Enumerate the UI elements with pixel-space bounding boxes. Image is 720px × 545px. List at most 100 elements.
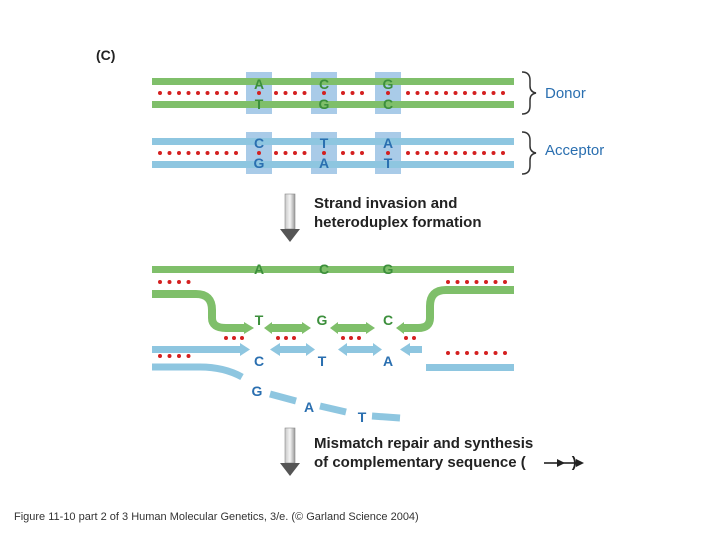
bond-dot <box>232 336 236 340</box>
step2-line1: Mismatch repair and synthesis <box>314 435 534 452</box>
bond-dot <box>205 91 210 95</box>
bond-dot <box>472 151 477 155</box>
bond-dot <box>465 351 469 355</box>
step1-line1: Strand invasion and <box>314 195 458 212</box>
bond-dot <box>224 336 228 340</box>
bond-dot <box>415 151 420 155</box>
bond-dot <box>234 91 238 95</box>
hetero-invading-3: C <box>383 312 393 328</box>
bond-dot <box>341 91 345 95</box>
bond-dot <box>196 151 200 155</box>
bond-dot <box>302 91 307 95</box>
step2-text: Mismatch repair and synthesis of complem… <box>314 434 577 472</box>
bond-dot <box>293 151 297 155</box>
bond-dot <box>463 151 467 155</box>
hetero-donor-top-3: G <box>383 261 394 277</box>
bond-dot <box>503 280 507 284</box>
bond-dot <box>349 336 353 340</box>
bond-dot <box>386 151 390 155</box>
bond-dot <box>167 151 172 155</box>
bond-dot <box>484 351 488 355</box>
acceptor-base-bottom-3: T <box>384 155 393 171</box>
bond-dot <box>501 91 505 95</box>
step2-line2: of complementary sequence () <box>314 453 577 472</box>
acceptor-bond-dots <box>158 151 505 155</box>
bond-dot <box>167 91 172 95</box>
hetero-acceptor-3: A <box>383 353 393 369</box>
hetero-donor-invading-left <box>152 290 246 332</box>
donor-base-top-1: A <box>254 76 264 92</box>
bond-dot <box>186 151 191 155</box>
displaced-base-3: T <box>358 409 367 425</box>
bond-dot <box>205 151 210 155</box>
bond-dot <box>177 280 181 284</box>
donor-bond-dots <box>158 91 505 95</box>
bond-dot <box>257 151 261 155</box>
heteroduplex <box>152 266 514 422</box>
bond-dot <box>234 151 238 155</box>
bond-dot <box>503 351 507 355</box>
bond-dot <box>240 336 244 340</box>
bond-dot <box>493 280 498 284</box>
displaced-base-2: A <box>304 399 314 415</box>
bond-dot <box>360 91 364 95</box>
bond-dot <box>357 336 361 340</box>
bond-dot <box>463 91 467 95</box>
acceptor-bottom-strand <box>152 161 514 168</box>
hetero-donor-top-1: A <box>254 261 264 277</box>
hetero-donor-invading-right <box>402 286 514 332</box>
bond-dot <box>425 91 429 95</box>
bond-dot <box>186 354 191 358</box>
donor-bottom-strand <box>152 101 514 108</box>
bond-dot <box>177 151 181 155</box>
bond-dot <box>302 151 307 155</box>
hetero-acceptor-2: T <box>318 353 327 369</box>
base-letters: A T C G G C C G T A A T A C G T G C C T … <box>252 76 394 425</box>
donor-top-strand <box>152 78 514 85</box>
bond-dot <box>404 336 408 340</box>
bond-dot <box>472 91 477 95</box>
donor-duplex <box>152 72 514 114</box>
step2-line2-suffix: ) <box>571 454 577 471</box>
panel-label: (C) <box>96 47 116 63</box>
bond-dot <box>292 336 296 340</box>
bond-dot <box>434 91 439 95</box>
hetero-invading-2: G <box>317 312 328 328</box>
bond-dot <box>276 336 280 340</box>
bond-dot <box>196 91 200 95</box>
bond-dot <box>350 91 355 95</box>
bond-dot <box>386 91 390 95</box>
bond-dot <box>455 280 460 284</box>
synthesis-arrow-icon <box>544 459 584 467</box>
bond-dot <box>158 91 162 95</box>
bond-dot <box>274 151 278 155</box>
down-arrow-icon <box>280 193 300 242</box>
acceptor-top-strand <box>152 138 514 145</box>
bond-dot <box>283 151 288 155</box>
donor-base-bottom-2: G <box>319 96 330 112</box>
bond-dot <box>257 91 261 95</box>
step2-line2-prefix: of complementary sequence ( <box>314 454 526 471</box>
acceptor-base-bottom-2: A <box>319 155 329 171</box>
bond-dot <box>474 280 479 284</box>
bond-dot <box>283 91 288 95</box>
bond-dot <box>491 91 496 95</box>
hetero-bond-dots <box>158 280 507 358</box>
bond-dot <box>465 280 469 284</box>
bond-dot <box>158 151 162 155</box>
acceptor-base-bottom-1: G <box>254 155 265 171</box>
bond-dot <box>224 91 229 95</box>
bond-dot <box>491 151 496 155</box>
bond-dot <box>444 91 448 95</box>
bond-dot <box>284 336 288 340</box>
bond-dot <box>350 151 355 155</box>
bond-dot <box>322 151 326 155</box>
bond-dot <box>474 351 479 355</box>
bond-dot <box>425 151 429 155</box>
hetero-acceptor-1: C <box>254 353 264 369</box>
bond-dot <box>177 91 181 95</box>
acceptor-base-top-3: A <box>383 135 393 151</box>
bond-dot <box>434 151 439 155</box>
